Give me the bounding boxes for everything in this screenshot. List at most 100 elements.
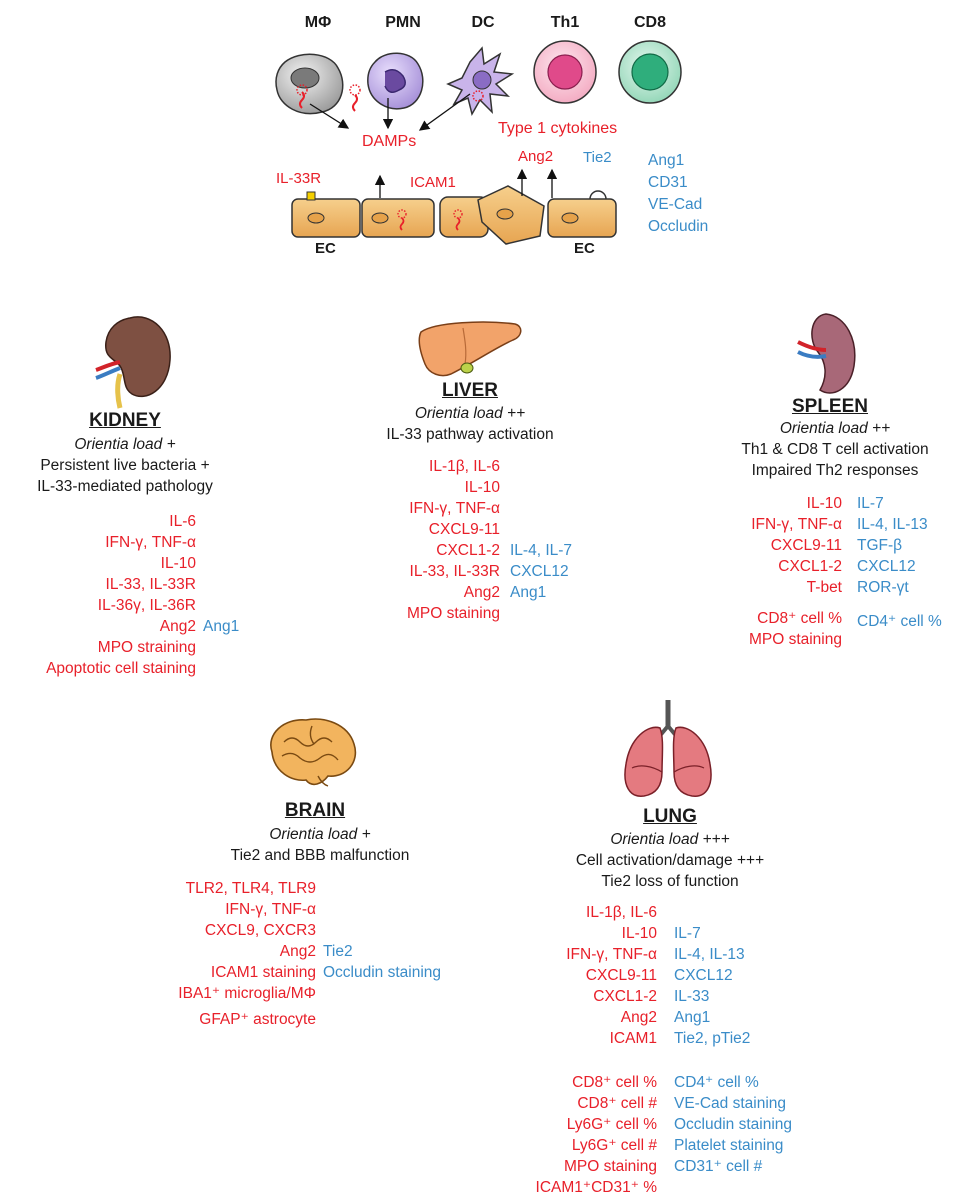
brain-desc-2: Tie2 and BBB malfunction bbox=[210, 845, 430, 866]
spleen-blue-item: TGF-β bbox=[857, 535, 928, 556]
lung-red-list: IL-1β, IL-6 IL-10 IFN-γ, TNF-α CXCL9-11 … bbox=[500, 902, 657, 1049]
brain-red-item: Ang2 bbox=[120, 941, 316, 962]
icam1-label: ICAM1 bbox=[410, 174, 456, 192]
lung-blue-item: CXCL12 bbox=[674, 965, 750, 986]
spleen-blue-item: CXCL12 bbox=[857, 556, 928, 577]
lung-blue2-item: CD31⁺ cell # bbox=[674, 1156, 792, 1177]
kidney-red-item: MPO straining bbox=[0, 637, 196, 658]
lung-desc: Orientia load +++ Cell activation/damage… bbox=[555, 829, 785, 892]
lung-icon bbox=[618, 698, 718, 802]
spleen-desc: Orientia load ++ Th1 & CD8 T cell activa… bbox=[720, 418, 950, 481]
spleen-red-item: CXCL1-2 bbox=[690, 556, 842, 577]
spleen-red-list-2: CD8⁺ cell % MPO staining bbox=[690, 608, 842, 650]
lung-blue2-item: Platelet staining bbox=[674, 1135, 792, 1156]
ec-blue-item: Occludin bbox=[648, 216, 708, 238]
liver-blue-item: Ang1 bbox=[510, 582, 572, 603]
liver-red-item: IL-10 bbox=[340, 477, 500, 498]
spleen-red2-item: MPO staining bbox=[690, 629, 842, 650]
kidney-blue-list: Ang1 bbox=[203, 616, 239, 637]
lung-red-item: IL-10 bbox=[500, 923, 657, 944]
brain-red-item: ICAM1 staining bbox=[120, 962, 316, 983]
brain-desc: Orientia load + Tie2 and BBB malfunction bbox=[210, 824, 430, 866]
brain-blue-list: Tie2 Occludin staining bbox=[323, 941, 441, 983]
lung-blue2-item: Occludin staining bbox=[674, 1114, 792, 1135]
lung-red2-item: MPO staining bbox=[480, 1156, 657, 1177]
lung-red-item: CXCL9-11 bbox=[500, 965, 657, 986]
tie2-label: Tie2 bbox=[583, 149, 612, 167]
spleen-blue-list: IL-7 IL-4, IL-13 TGF-β CXCL12 ROR-γt bbox=[857, 493, 928, 598]
spleen-red-item: IL-10 bbox=[690, 493, 842, 514]
kidney-red-item: Ang2 bbox=[0, 616, 196, 637]
type1-cytokines-label: Type 1 cytokines bbox=[498, 120, 617, 138]
kidney-blue-item: Ang1 bbox=[203, 616, 239, 637]
cd8-cell-icon bbox=[619, 41, 681, 103]
spleen-red-item: IFN-γ, TNF-α bbox=[690, 514, 842, 535]
lung-blue-list-2: CD4⁺ cell % VE-Cad staining Occludin sta… bbox=[674, 1072, 792, 1177]
dendritic-cell-icon bbox=[448, 48, 512, 114]
macrophage-icon bbox=[276, 54, 343, 113]
lung-desc-3: Tie2 loss of function bbox=[555, 871, 785, 892]
liver-desc: Orientia load ++ IL-33 pathway activatio… bbox=[345, 403, 595, 445]
brain-title: BRAIN bbox=[255, 800, 375, 822]
kidney-red-item: IL-6 bbox=[0, 511, 196, 532]
brain-red-item: IBA1⁺ microglia/MΦ bbox=[120, 983, 316, 1004]
brain-red-item: CXCL9, CXCR3 bbox=[120, 920, 316, 941]
lung-blue-item: Ang1 bbox=[674, 1007, 750, 1028]
liver-blue-list: IL-4, IL-7 CXCL12 Ang1 bbox=[510, 540, 572, 603]
kidney-red-item: IL-36γ, IL-36R bbox=[0, 595, 196, 616]
liver-red-item: CXCL9-11 bbox=[340, 519, 500, 540]
lung-red-item: IL-1β, IL-6 bbox=[500, 902, 657, 923]
lung-red2-item: Ly6G⁺ cell % bbox=[480, 1114, 657, 1135]
ec-blue-item: CD31 bbox=[648, 172, 708, 194]
kidney-title: KIDNEY bbox=[60, 410, 190, 432]
lung-blue-item: Tie2, pTie2 bbox=[674, 1028, 750, 1049]
ec-right-label: EC bbox=[574, 240, 595, 258]
lung-blue-item: IL-4, IL-13 bbox=[674, 944, 750, 965]
ec-blue-item: Ang1 bbox=[648, 150, 708, 172]
liver-red-list: IL-1β, IL-6 IL-10 IFN-γ, TNF-α CXCL9-11 … bbox=[340, 456, 500, 624]
spleen-blue2-item: CD4⁺ cell % bbox=[857, 611, 942, 632]
brain-red-list: TLR2, TLR4, TLR9 IFN-γ, TNF-α CXCL9, CXC… bbox=[120, 878, 316, 1030]
kidney-red-item: IL-10 bbox=[0, 553, 196, 574]
lung-blue-item: IL-7 bbox=[674, 923, 750, 944]
brain-blue-item: Occludin staining bbox=[323, 962, 441, 983]
spleen-blue-item: IL-7 bbox=[857, 493, 928, 514]
pmn-icon bbox=[368, 53, 423, 109]
spleen-red-list: IL-10 IFN-γ, TNF-α CXCL9-11 CXCL1-2 T-be… bbox=[690, 493, 842, 598]
lung-red2-item: CD8⁺ cell # bbox=[480, 1093, 657, 1114]
liver-red-item: Ang2 bbox=[340, 582, 500, 603]
damps-label: DAMPs bbox=[362, 133, 416, 151]
kidney-desc-2: Persistent live bacteria + bbox=[0, 455, 250, 476]
spleen-desc-3: Impaired Th2 responses bbox=[720, 460, 950, 481]
liver-desc-2: IL-33 pathway activation bbox=[345, 424, 595, 445]
kidney-icon bbox=[90, 310, 180, 410]
spleen-blue-item: IL-4, IL-13 bbox=[857, 514, 928, 535]
spleen-red-item: T-bet bbox=[690, 577, 842, 598]
brain-blue-item: Tie2 bbox=[323, 941, 441, 962]
ec-blue-list: Ang1 CD31 VE-Cad Occludin bbox=[648, 150, 708, 238]
spleen-desc-1: Orientia load ++ bbox=[780, 420, 890, 437]
ang2-label: Ang2 bbox=[518, 148, 553, 166]
liver-title: LIVER bbox=[410, 380, 530, 402]
kidney-desc: Orientia load + Persistent live bacteria… bbox=[0, 434, 250, 497]
liver-red-item: CXCL1-2 bbox=[340, 540, 500, 561]
liver-icon bbox=[415, 318, 525, 380]
kidney-red-item: IL-33, IL-33R bbox=[0, 574, 196, 595]
brain-icon bbox=[262, 712, 362, 792]
lung-blue-item: IL-33 bbox=[674, 986, 750, 1007]
spleen-red-item: CXCL9-11 bbox=[690, 535, 842, 556]
spleen-icon bbox=[796, 310, 866, 400]
spleen-blue-list-2: CD4⁺ cell % bbox=[857, 611, 942, 632]
brain-desc-1: Orientia load + bbox=[269, 826, 370, 843]
kidney-red-list: IL-6 IFN-γ, TNF-α IL-10 IL-33, IL-33R IL… bbox=[0, 511, 196, 679]
liver-red-item: IFN-γ, TNF-α bbox=[340, 498, 500, 519]
spleen-blue-item: ROR-γt bbox=[857, 577, 928, 598]
th1-cell-icon bbox=[534, 41, 596, 103]
spleen-desc-2: Th1 & CD8 T cell activation bbox=[720, 439, 950, 460]
kidney-desc-3: IL-33-mediated pathology bbox=[0, 476, 250, 497]
lung-desc-2: Cell activation/damage +++ bbox=[555, 850, 785, 871]
bacterium-icon bbox=[350, 85, 360, 111]
kidney-red-item: Apoptotic cell staining bbox=[0, 658, 196, 679]
lung-red-item: Ang2 bbox=[500, 1007, 657, 1028]
liver-blue-item: CXCL12 bbox=[510, 561, 572, 582]
